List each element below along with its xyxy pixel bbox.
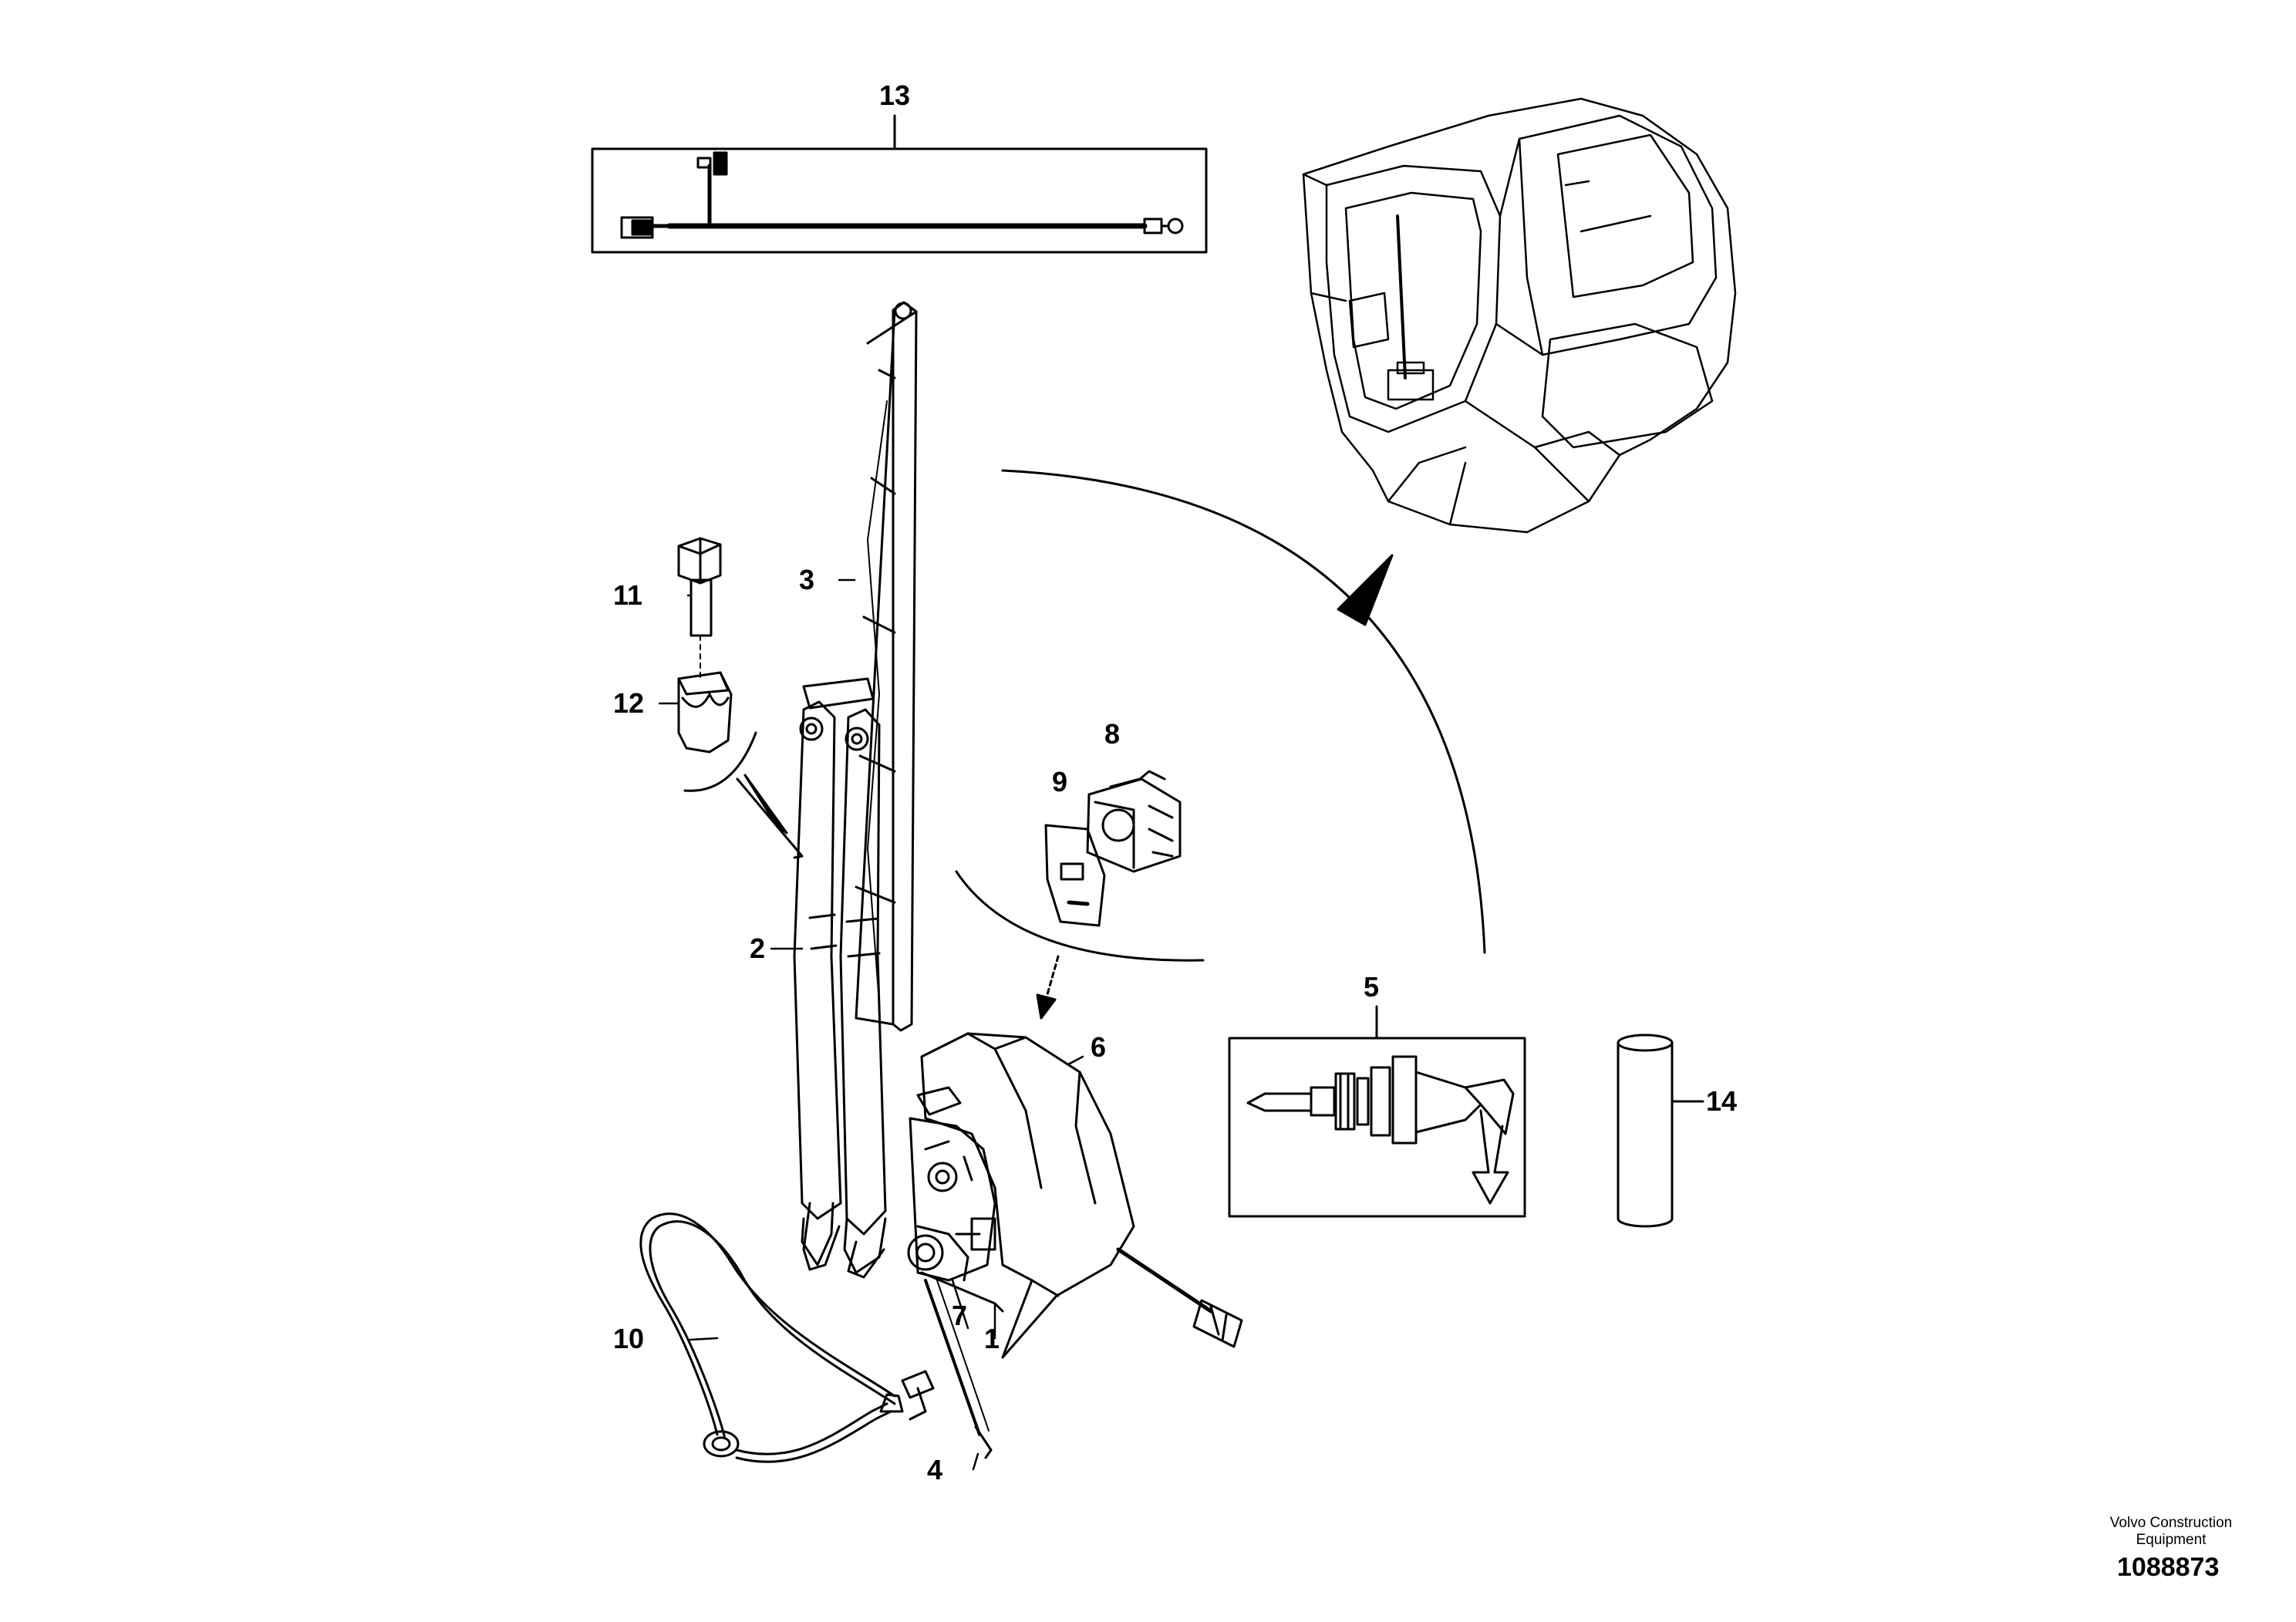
wiring-harness-inset xyxy=(591,114,1208,254)
wiper-blade xyxy=(855,301,918,1032)
callout-9: 9 xyxy=(1052,766,1068,798)
motor-cable-connector xyxy=(1116,1247,1243,1348)
callout-6: 6 xyxy=(1091,1031,1107,1063)
washer-nozzle-rod xyxy=(924,1279,993,1459)
cab-illustration xyxy=(1302,97,1737,534)
switch-cap xyxy=(1044,824,1106,927)
company-name-line2: Equipment xyxy=(2136,1531,2207,1548)
callout-11: 11 xyxy=(613,579,643,611)
callout-7: 7 xyxy=(952,1300,968,1331)
wiper-arm-assembly xyxy=(793,677,887,1279)
wiper-motor-housing xyxy=(907,1032,1135,1359)
company-name-line1: Volvo Construction xyxy=(2109,1515,2233,1531)
callout-14: 14 xyxy=(1706,1085,1738,1117)
callout-10: 10 xyxy=(613,1323,645,1354)
callout-5: 5 xyxy=(1364,971,1380,1003)
drawing-number: 1088873 xyxy=(2117,1553,2220,1582)
tube xyxy=(1617,1034,1704,1228)
callout-13: 13 xyxy=(879,79,911,111)
switch-body xyxy=(1086,770,1182,873)
callout-leaders xyxy=(658,578,1084,1471)
callout-12: 12 xyxy=(613,687,645,719)
callout-4: 4 xyxy=(927,1454,943,1485)
callout-8: 8 xyxy=(1104,718,1121,750)
callout-1: 1 xyxy=(984,1323,1000,1354)
company-name: Volvo Construction Equipment xyxy=(2090,1515,2252,1549)
washer-hose xyxy=(639,1212,935,1463)
switch-detail-leader xyxy=(955,870,1205,1020)
bolt xyxy=(677,537,722,679)
sleeve xyxy=(677,671,733,754)
nozzle-inset xyxy=(1228,1005,1526,1218)
bolt-detail-leader xyxy=(683,731,804,859)
callout-3: 3 xyxy=(799,564,815,595)
callout-2: 2 xyxy=(750,932,766,964)
location-leader-arc xyxy=(1001,469,1486,954)
